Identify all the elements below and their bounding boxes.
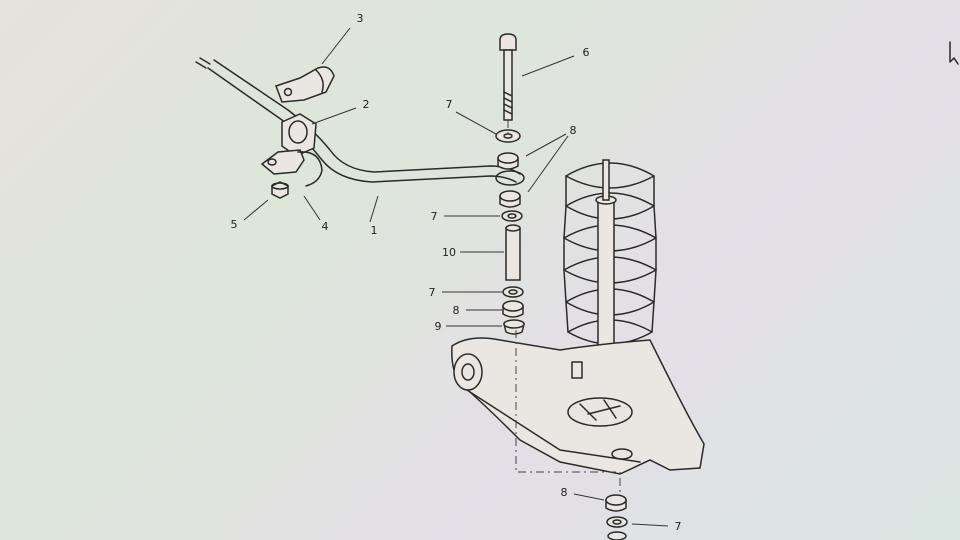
callout-7-mid: 7	[431, 210, 438, 223]
callout-7-bottom: 7	[675, 520, 682, 533]
callout-6: 6	[583, 46, 590, 59]
grommet-8c	[502, 300, 524, 318]
nut-lower	[607, 531, 627, 540]
callout-7-lower: 7	[429, 286, 436, 299]
washer-upper-7	[495, 129, 521, 143]
callout-8-mid: 8	[453, 304, 460, 317]
stabilizer-bar	[195, 57, 525, 186]
washer-7b	[501, 210, 523, 222]
grommet-upper-8a	[497, 152, 519, 170]
callout-4: 4	[322, 220, 329, 233]
leader-lines	[243, 27, 669, 527]
link-bolt	[499, 33, 517, 121]
centerline-link	[515, 330, 621, 496]
retainer-9	[503, 319, 525, 335]
callout-8-upper: 8	[570, 124, 577, 137]
callout-1: 1	[371, 224, 378, 237]
stabilizer-bushing	[281, 113, 317, 157]
grommet-lower-8	[605, 494, 627, 512]
link-spacer	[505, 224, 521, 281]
washer-7c	[502, 286, 524, 298]
callout-10: 10	[442, 246, 456, 259]
callout-3: 3	[357, 12, 364, 25]
callout-5: 5	[231, 218, 238, 231]
bushing-bracket	[260, 149, 323, 187]
washer-lower-7	[606, 516, 628, 528]
callout-7-upper: 7	[446, 98, 453, 111]
grommet-upper-8b	[499, 190, 521, 208]
callout-9: 9	[435, 320, 442, 333]
callout-2: 2	[363, 98, 370, 111]
bracket-bolt	[271, 181, 289, 199]
cursor-icon	[949, 41, 959, 65]
bushing-clamp-upper	[275, 66, 335, 103]
callout-8-bottom: 8	[561, 486, 568, 499]
lower-control-arm	[451, 337, 705, 475]
